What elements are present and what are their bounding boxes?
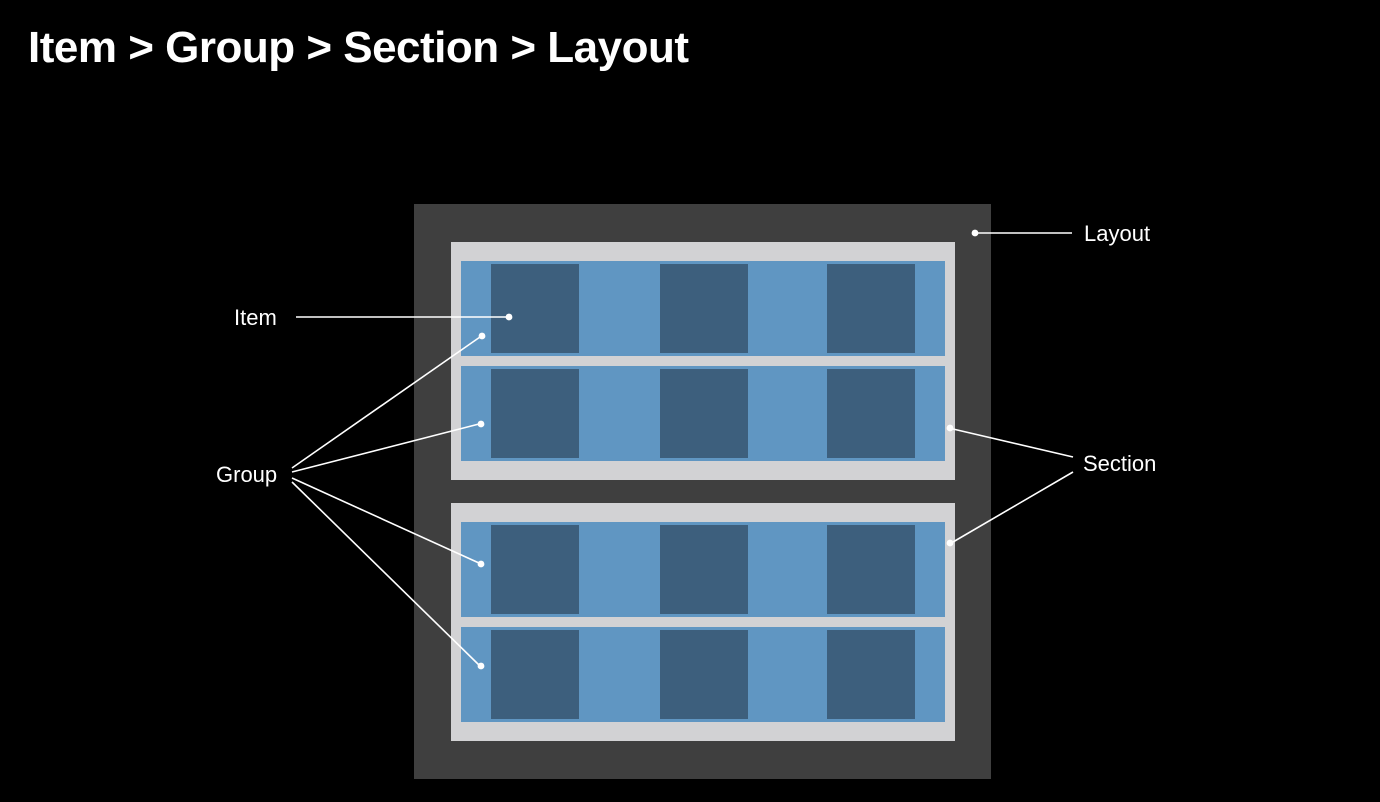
item-box: [827, 525, 915, 614]
group-container: [461, 261, 945, 356]
callout-label-item: Item: [234, 305, 277, 330]
item-box: [491, 264, 579, 353]
item-box: [827, 264, 915, 353]
item-box: [827, 369, 915, 458]
item-box: [491, 630, 579, 719]
item-box: [660, 630, 748, 719]
item-box: [491, 369, 579, 458]
item-box: [660, 369, 748, 458]
callout-label-group: Group: [216, 462, 278, 487]
group-container: [461, 366, 945, 461]
section-container: [451, 503, 955, 741]
callout-label-layout: Layout: [1084, 221, 1151, 246]
item-box: [491, 525, 579, 614]
callout-label-section: Section: [1083, 451, 1157, 476]
layout-container: [414, 204, 991, 779]
item-box: [827, 630, 915, 719]
item-box: [660, 525, 748, 614]
section-container: [451, 242, 955, 480]
group-container: [461, 522, 945, 617]
page-title: Item > Group > Section > Layout: [28, 23, 689, 72]
group-container: [461, 627, 945, 722]
item-box: [660, 264, 748, 353]
